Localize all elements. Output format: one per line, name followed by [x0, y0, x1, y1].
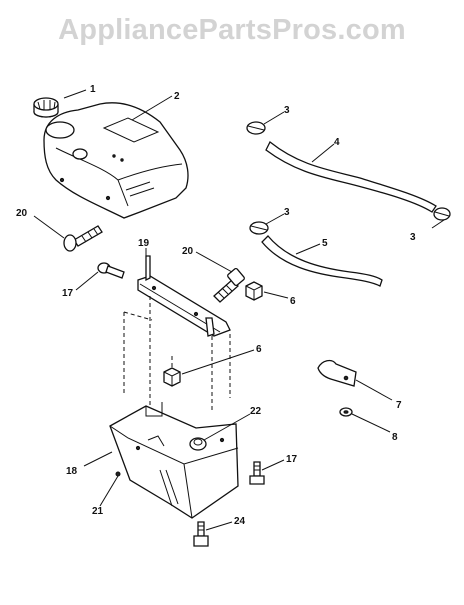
callout-21: 21 [92, 506, 104, 517]
fuel-line-lower [261, 235, 383, 287]
callout-4: 4 [334, 137, 340, 148]
shield-screw-right [249, 461, 265, 485]
callout-7: 7 [396, 400, 402, 411]
flange-nut [189, 437, 207, 451]
heat-shield [109, 402, 239, 519]
hose-clamp-middle [249, 221, 269, 235]
bracket-bolt [213, 267, 245, 303]
callout-19: 19 [138, 238, 150, 249]
fuel-line-clip [317, 359, 357, 387]
callout-24: 24 [234, 516, 246, 527]
fuel-cap [33, 97, 59, 118]
bracket-screw [97, 262, 125, 279]
tank-screw [63, 225, 103, 252]
mounting-bracket [137, 255, 231, 337]
callout-3-right: 3 [410, 232, 416, 243]
callouts: 1 2 3 4 20 3 5 3 19 20 17 6 6 7 22 8 17 … [16, 84, 416, 527]
small-screw [115, 471, 121, 477]
callout-17-lower: 17 [286, 454, 298, 465]
callout-20-right: 20 [182, 246, 194, 257]
shield-screw-bottom [193, 521, 209, 547]
callout-17-upper: 17 [62, 288, 74, 299]
washer [339, 407, 353, 417]
callout-5: 5 [322, 238, 328, 249]
callout-2: 2 [174, 91, 180, 102]
leader-lines [33, 89, 445, 531]
callout-6-upper: 6 [290, 296, 296, 307]
callout-1: 1 [90, 84, 96, 95]
watermark: AppliancePartsPros.com [58, 14, 406, 46]
hose-clamp-upper [246, 121, 266, 135]
callout-22: 22 [250, 406, 262, 417]
fuel-tank [43, 102, 189, 219]
callout-3-middle: 3 [284, 207, 290, 218]
callout-6-lower: 6 [256, 344, 262, 355]
callout-8: 8 [392, 432, 398, 443]
callout-3-upper: 3 [284, 105, 290, 116]
hex-nut-lower [163, 367, 181, 387]
callout-18: 18 [66, 466, 78, 477]
callout-20-left: 20 [16, 208, 28, 219]
fuel-line-upper [265, 140, 437, 213]
assembly-lines [123, 296, 231, 416]
hose-clamp-right [433, 207, 451, 221]
hex-nut-upper [245, 281, 263, 301]
